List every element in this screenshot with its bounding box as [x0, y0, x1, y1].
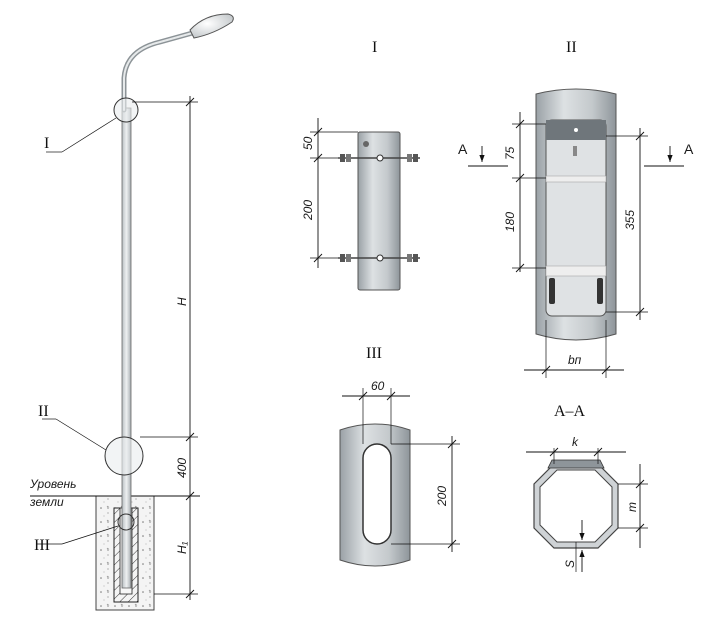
view-II-dim-75: 75 — [503, 146, 517, 160]
view-III-dim-200: 200 — [435, 486, 449, 507]
view-II-dim-bn: bп — [568, 353, 582, 367]
section-title: A–A — [554, 403, 586, 420]
dim-400: 400 — [175, 458, 189, 478]
view-I-pole-section — [357, 131, 401, 291]
luminaire — [189, 13, 234, 39]
callout-label-III: III — [34, 537, 50, 554]
view-III: III 60 200 — [339, 345, 460, 567]
view-I-dim-50: 50 — [301, 136, 315, 150]
ground-label-line2: земли — [29, 495, 64, 509]
view-III-title: III — [366, 345, 382, 362]
view-II: II A A 75 180 355 — [458, 39, 694, 378]
callout-circle-I — [113, 97, 139, 123]
callout-label-II: II — [38, 403, 49, 420]
cut-label-right: A — [684, 141, 694, 157]
pole-shaft — [121, 107, 132, 589]
octagon-inner — [539, 469, 613, 543]
view-I-title: I — [372, 39, 377, 56]
view-I: I 50 200 — [301, 39, 420, 291]
oval-slot — [362, 443, 392, 545]
callout-circle-III — [117, 513, 135, 531]
view-I-dim-200: 200 — [301, 200, 315, 221]
section-dim-k: k — [572, 435, 579, 449]
upper-bolt — [338, 154, 420, 162]
callout-circle-II — [104, 436, 144, 476]
section-A-A: A–A k m S — [526, 403, 648, 572]
section-dim-S: S — [563, 560, 577, 568]
section-dim-m: m — [625, 502, 639, 512]
view-II-dim-355: 355 — [623, 210, 637, 230]
view-II-title: II — [566, 39, 577, 56]
view-II-dim-180: 180 — [503, 212, 517, 232]
pole-elevation: I II III Уровень земли H 400 H₁ — [29, 13, 234, 611]
callout-label-I: I — [44, 135, 49, 152]
dim-H1: H₁ — [175, 541, 189, 554]
lower-bolt — [338, 254, 420, 262]
cut-label-left: A — [458, 141, 468, 157]
ground-label-line1: Уровень — [29, 477, 76, 491]
dim-H: H — [175, 297, 189, 306]
pole-bracket — [121, 29, 199, 113]
view-III-dim-60: 60 — [371, 379, 385, 393]
